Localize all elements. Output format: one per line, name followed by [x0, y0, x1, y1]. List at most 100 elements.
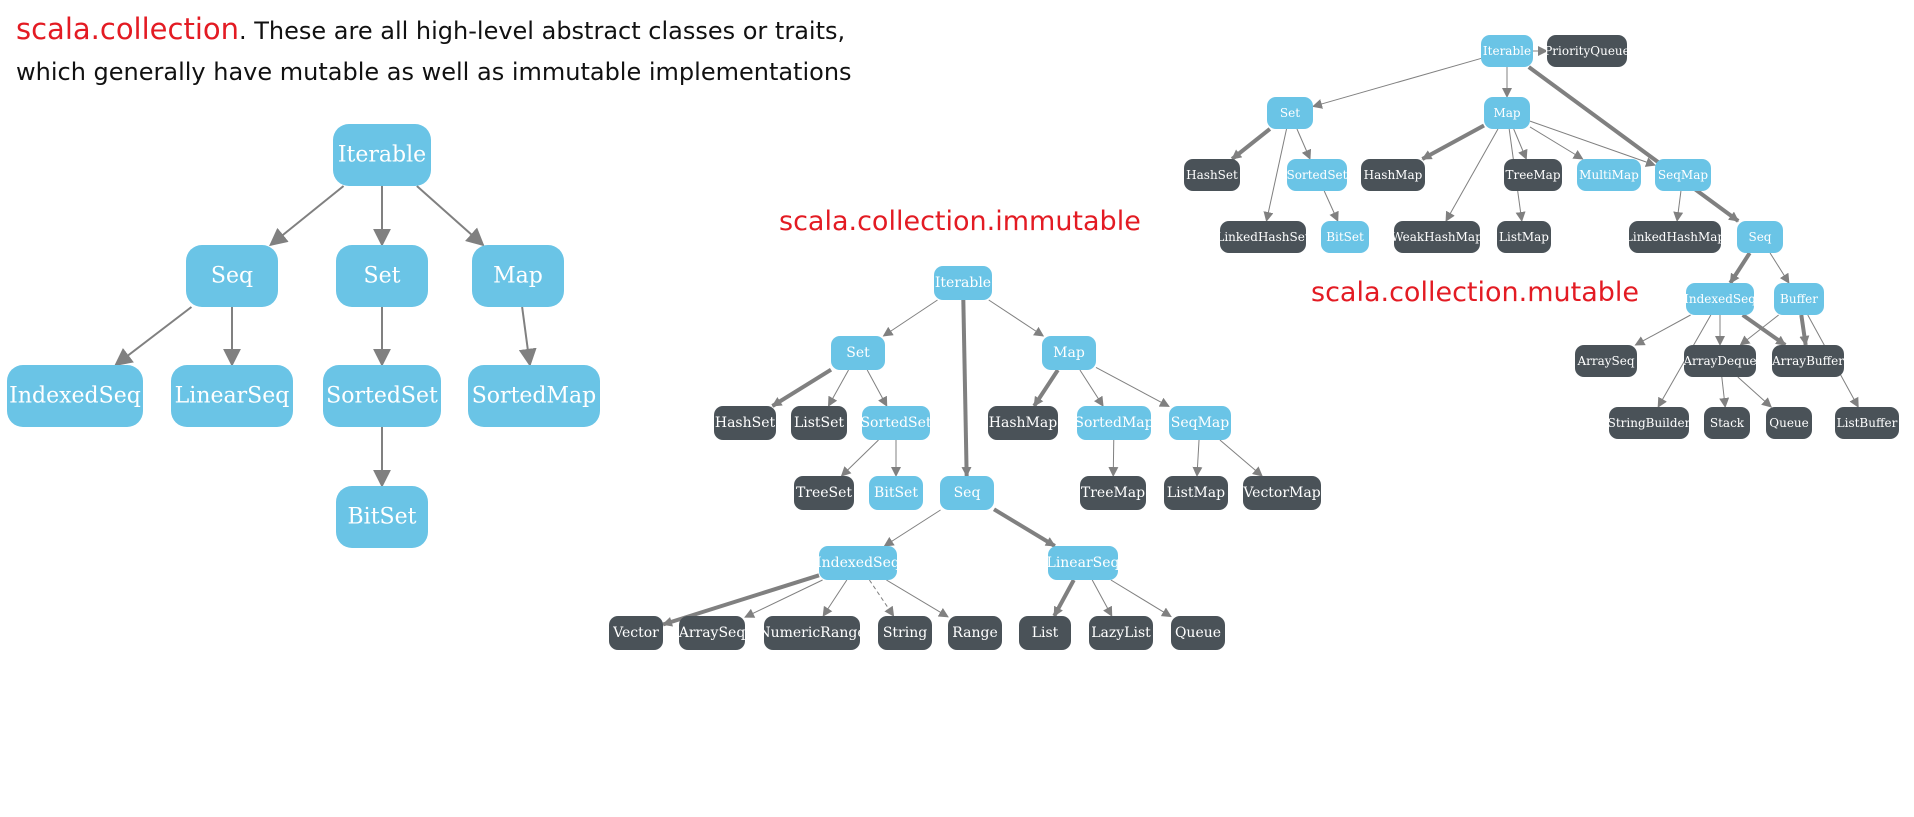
node-label: StringBuilder: [1608, 416, 1691, 430]
edge-m-map-to-m-treemap: [1513, 128, 1528, 160]
node-m-listmap: ListMap: [1497, 221, 1551, 253]
node-box: [1704, 407, 1750, 439]
node-box: [764, 616, 860, 650]
node-m-linkedhashset: LinkedHashSet: [1216, 221, 1310, 253]
node-label: ArrayBuffer: [1771, 354, 1844, 368]
node-box: [1547, 35, 1627, 67]
node-i-map: Map: [1042, 336, 1096, 370]
node-box: [940, 476, 994, 510]
immutable-title: scala.collection.immutable: [779, 206, 1141, 237]
node-box: [878, 616, 932, 650]
node-label: ListBuffer: [1837, 416, 1898, 430]
node-c-map: Map: [472, 245, 564, 307]
node-box: [831, 336, 885, 370]
edge-m-set-to-m-sortedset: [1296, 128, 1312, 160]
node-box: [714, 406, 776, 440]
node-box: [336, 245, 428, 307]
node-label: HashMap: [1364, 168, 1423, 182]
edge-m-set-to-m-hashset: [1230, 127, 1272, 161]
node-i-queue: Queue: [1171, 616, 1225, 650]
node-label: Set: [364, 264, 401, 289]
node-i-listset: ListSet: [791, 406, 847, 440]
node-i-hashmap: HashMap: [988, 406, 1058, 440]
node-label: Set: [1280, 106, 1300, 120]
node-label: ListSet: [794, 415, 844, 431]
node-box: [1042, 336, 1096, 370]
node-label: BitSet: [348, 505, 417, 530]
node-box: [791, 406, 847, 440]
node-m-arrayseq: ArraySeq: [1575, 345, 1637, 377]
node-m-queue: Queue: [1766, 407, 1812, 439]
node-label: Buffer: [1780, 292, 1818, 306]
node-m-sortedset: SortedSet: [1287, 159, 1348, 191]
heading-line-2: which generally have mutable as well as …: [16, 58, 852, 86]
edge-i-indexedseq-to-i-range: [886, 579, 949, 618]
node-c-sortedmap: SortedMap: [468, 365, 600, 427]
node-label: Stack: [1710, 416, 1745, 430]
node-box: [1504, 159, 1562, 191]
node-i-range: Range: [948, 616, 1002, 650]
node-label: Iterable: [338, 143, 426, 168]
node-m-priorityqueue: PriorityQueue: [1544, 35, 1630, 67]
edge-i-linearseq-to-i-list: [1052, 579, 1076, 617]
node-i-string: String: [878, 616, 932, 650]
node-box: [1019, 616, 1071, 650]
edge-layer: [114, 46, 1859, 627]
edge-m-iterable-to-m-seq: [1527, 65, 1740, 223]
node-label: TreeMap: [1505, 168, 1560, 182]
node-label: SortedSet: [326, 384, 438, 409]
node-box: [472, 245, 564, 307]
node-box: [1772, 345, 1844, 377]
node-label: WeakHashMap: [1391, 230, 1483, 244]
node-label: IndexedSeq: [9, 384, 141, 409]
node-box: [862, 406, 930, 440]
edge-m-buffer-to-m-arraybuffer: [1799, 314, 1810, 346]
node-box: [333, 124, 431, 186]
edge-m-map-to-m-weakhashmap: [1445, 128, 1499, 222]
node-label: TreeSet: [796, 485, 852, 501]
node-label: Range: [952, 625, 997, 641]
node-i-seq: Seq: [940, 476, 994, 510]
node-label: TreeMap: [1081, 485, 1145, 501]
node-m-arraydeque: ArrayDeque: [1682, 345, 1757, 377]
heading-rest: . These are all high-level abstract clas…: [239, 17, 846, 45]
node-label: Map: [493, 264, 543, 289]
node-i-bitset: BitSet: [869, 476, 923, 510]
node-box: [1243, 476, 1321, 510]
node-box: [988, 406, 1058, 440]
node-m-buffer: Buffer: [1774, 283, 1824, 315]
node-m-arraybuffer: ArrayBuffer: [1771, 345, 1844, 377]
node-label: MultiMap: [1579, 168, 1639, 182]
edge-i-seq-to-i-indexedseq: [883, 509, 941, 547]
edge-m-seqmap-to-m-linkedhashmap: [1673, 190, 1684, 222]
node-label: HashSet: [1186, 168, 1238, 182]
node-c-set: Set: [336, 245, 428, 307]
node-label: SortedMap: [472, 384, 597, 409]
node-i-seqmap: SeqMap: [1169, 406, 1231, 440]
node-i-vector: Vector: [609, 616, 663, 650]
edge-m-indexedseq-to-m-arraybuffer: [1741, 313, 1787, 347]
node-m-seq: Seq: [1737, 221, 1783, 253]
node-box: [1077, 406, 1151, 440]
node-label: SortedSet: [1287, 168, 1348, 182]
node-c-iterable: Iterable: [333, 124, 431, 186]
node-label: String: [883, 625, 927, 641]
node-m-listbuffer: ListBuffer: [1835, 407, 1899, 439]
node-m-stack: Stack: [1704, 407, 1750, 439]
node-m-indexedseq: IndexedSeq: [1684, 283, 1756, 315]
node-box: [1774, 283, 1824, 315]
edge-i-map-to-i-sortedmap: [1079, 369, 1104, 407]
edge-m-map-to-m-seqmap: [1529, 120, 1656, 167]
node-box: [7, 365, 143, 427]
node-label: Queue: [1769, 416, 1809, 430]
edge-i-sortedmap-to-i-treemap: [1108, 439, 1119, 477]
node-label: ListMap: [1499, 230, 1549, 244]
edge-i-map-to-i-seqmap: [1095, 366, 1170, 407]
node-m-seqmap: SeqMap: [1655, 159, 1711, 191]
node-box: [1497, 221, 1551, 253]
node-box: [323, 365, 441, 427]
edge-c-seq-to-c-indexedseq: [114, 306, 193, 367]
node-label: HashMap: [989, 415, 1057, 431]
node-box: [1835, 407, 1899, 439]
